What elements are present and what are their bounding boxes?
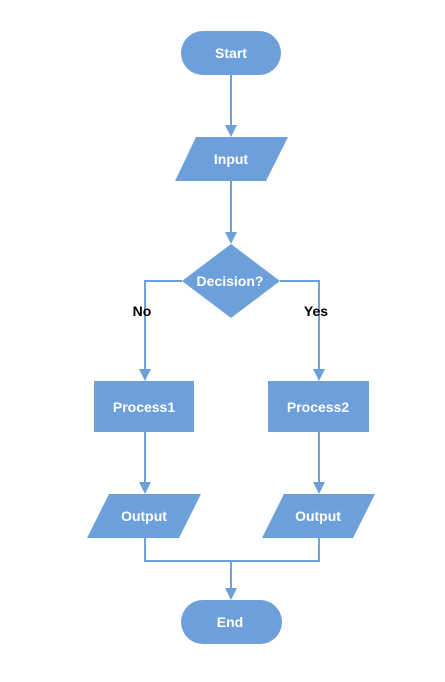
output1-node-label: Output [121,508,167,524]
output2-node-shape [262,494,375,538]
connectors [139,75,325,600]
output2-node-label: Output [295,508,341,524]
process2-node: Process2 [268,381,369,432]
edge-label-yes: Yes [304,303,328,319]
end-node-label: End [217,614,243,630]
output1-node: Output [87,494,201,538]
edge-label-no: No [133,303,152,319]
arrowhead-merge-end [225,588,237,600]
start-node-label: Start [215,45,247,61]
arrowhead-process2-output2 [313,482,325,494]
process2-node-label: Process2 [287,399,349,415]
arrowhead-decision-process2 [313,369,325,381]
end-node: End [181,600,282,644]
end-node-shape [181,600,282,644]
arrowhead-process1-output1 [139,482,151,494]
arrowhead-decision-process1 [139,369,151,381]
output1-node-shape [87,494,201,538]
start-node: Start [181,31,281,75]
process2-node-shape [268,381,369,432]
input-node-label: Input [214,151,249,167]
input-node-shape [175,137,288,181]
start-node-shape [181,31,281,75]
output2-node: Output [262,494,375,538]
process1-node: Process1 [94,381,194,432]
input-node: Input [175,137,288,181]
edge-decision-process2 [280,280,320,372]
process1-node-shape [94,381,194,432]
edge-outputs-end [144,538,320,562]
arrowhead-start-input [225,125,237,137]
arrowhead-input-decision [225,232,237,244]
edge-decision-process1 [144,280,182,372]
decision-node-shape [182,244,280,318]
decision-node: Decision? [182,244,280,318]
decision-node-label: Decision? [197,273,264,289]
process1-node-label: Process1 [113,399,175,415]
